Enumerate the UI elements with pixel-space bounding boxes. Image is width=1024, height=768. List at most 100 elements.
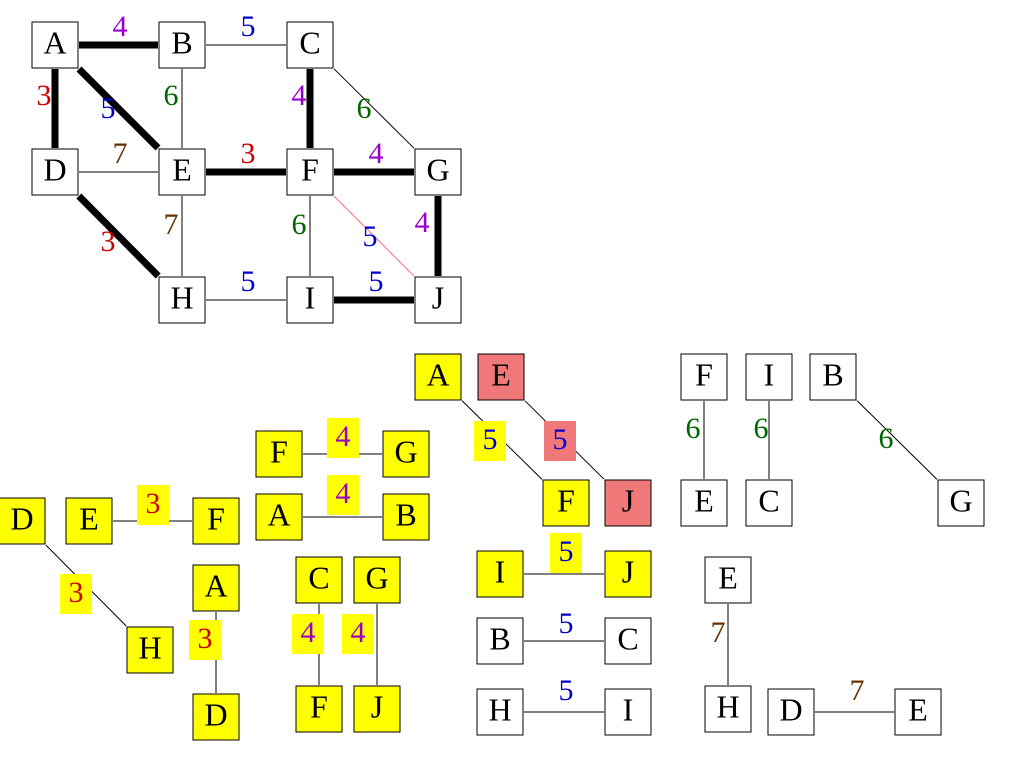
- fragment-6-node-i-box: [604, 688, 652, 736]
- fragment-8-node-e: E: [894, 688, 942, 736]
- graph-weight-c-f: 4: [292, 79, 307, 112]
- fragment-6-weight-bc: 5: [559, 607, 574, 640]
- fragment-4-node-f-label: F: [557, 482, 575, 518]
- fragment-4-node-j-box: [604, 479, 652, 527]
- fragment-8-weight-eh-text: 7: [711, 616, 726, 649]
- fragment-0-weight-dh-text: 3: [69, 576, 84, 609]
- fragment-2-node-b: B: [382, 493, 430, 541]
- fragment-3-node-c: C: [295, 556, 343, 604]
- graph-node-i: I: [286, 276, 334, 324]
- fragment-6-node-b: B: [476, 617, 524, 665]
- fragment-4-node-e-label: E: [491, 356, 511, 392]
- fragment-8-node-h-label: H: [716, 688, 739, 724]
- graph-weight-g-j-text: 4: [415, 206, 430, 239]
- graph-node-a-box: [31, 21, 79, 69]
- fragment-4-weight-fj-highlight: [544, 421, 576, 461]
- graph-weight-d-e-text: 7: [113, 137, 128, 170]
- graph-node-h-label: H: [170, 279, 193, 315]
- fragment-6-node-i: I: [604, 688, 652, 736]
- fragment-0-node-f-label: F: [207, 500, 225, 536]
- fragment-4-node-j-label: J: [622, 482, 634, 518]
- fragment-0-node-d-label: D: [10, 500, 33, 536]
- fragment-7-edge-cg: [856, 400, 938, 480]
- graph-weight-a-b: 4: [113, 10, 128, 43]
- fragment-6-node-h: H: [476, 688, 524, 736]
- graph-weight-i-j-text: 5: [369, 265, 384, 298]
- fragment-4-weight-ae: 5: [474, 421, 506, 461]
- fragment-4-weight-ae-text: 5: [483, 423, 498, 456]
- fragment-0-weight-ef: 3: [137, 485, 169, 525]
- fragment-7-node-f: F: [680, 353, 728, 401]
- fragment-8-weight-eh: 7: [711, 616, 726, 649]
- fragment-3-node-g: G: [353, 556, 401, 604]
- fragment-0-node-h: H: [126, 626, 174, 674]
- graph-weight-h-i: 5: [241, 265, 256, 298]
- fragment-1-weight-ad-highlight: [189, 620, 221, 660]
- graph-node-h: H: [158, 276, 206, 324]
- fragment-5-node-j: J: [604, 550, 652, 598]
- graph-node-g: G: [414, 148, 462, 196]
- graph-weight-d-h: 3: [101, 225, 116, 258]
- fragment-5-node-j-label: J: [622, 553, 634, 589]
- fragment-2-node-g-box: [382, 430, 430, 478]
- fragment-8-node-d-box: [767, 688, 815, 736]
- fragment-6-node-h-label: H: [488, 691, 511, 727]
- fragment-3-node-c-box: [295, 556, 343, 604]
- graph-node-e-box: [158, 148, 206, 196]
- graph-weight-d-e: 7: [113, 137, 128, 170]
- graph-node-d-box: [31, 148, 79, 196]
- fragment-6-weight-hi: 5: [559, 674, 574, 707]
- fragment-8-node-h: H: [704, 685, 752, 733]
- fragment-3-node-g-label: G: [365, 559, 388, 595]
- fragment-3-node-f-label: F: [310, 688, 328, 724]
- fragment-6-weight-hi-text: 5: [559, 674, 574, 707]
- fragment-2-weight-fg: 4: [327, 418, 359, 458]
- fragment-8-node-d: D: [767, 688, 815, 736]
- fragment-3-node-f-box: [295, 685, 343, 733]
- fragment-1-weight-ad-text: 3: [198, 622, 213, 655]
- fragment-0-node-e-box: [65, 497, 113, 545]
- graph-weight-a-e-text: 5: [101, 92, 116, 125]
- fragment-1-node-a-label: A: [204, 567, 227, 603]
- fragment-1-weight-ad: 3: [189, 620, 221, 660]
- graph-node-c-label: C: [299, 24, 320, 60]
- fragment-6-node-i-label: I: [623, 691, 634, 727]
- fragment-7-weight-cg: 6: [879, 422, 894, 455]
- fragment-4-weight-ae-highlight: [474, 421, 506, 461]
- graph-node-h-box: [158, 276, 206, 324]
- fragment-4-weight-fj: 5: [544, 421, 576, 461]
- graph-node-f: F: [286, 148, 334, 196]
- fragment-2-node-b-box: [382, 493, 430, 541]
- fragment-2-node-b-label: B: [395, 496, 416, 532]
- fragment-7-node-c-box: [745, 479, 793, 527]
- fragment-6-node-c: C: [604, 617, 652, 665]
- fragment-7-node-i-box: [745, 353, 793, 401]
- graph-node-b-label: B: [171, 24, 192, 60]
- graph-node-i-label: I: [305, 279, 316, 315]
- graph-node-j-box: [414, 276, 462, 324]
- fragment-3-node-g-box: [353, 556, 401, 604]
- fragment-0-node-d: D: [0, 497, 46, 545]
- fragment-7-weight-be: 6: [754, 412, 769, 445]
- graph-weight-f-i: 6: [292, 208, 307, 241]
- fragment-1-node-d: D: [192, 693, 240, 741]
- graph-weight-b-c: 5: [241, 10, 256, 43]
- fragment-2-node-g: G: [382, 430, 430, 478]
- graph-weight-c-g-text: 6: [357, 92, 372, 125]
- fragment-7-node-e-box: [680, 479, 728, 527]
- fragment-2-weight-ab: 4: [327, 475, 359, 515]
- graph-weight-f-g-text: 4: [369, 137, 384, 170]
- fragment-8-weight-de: 7: [850, 674, 865, 707]
- fragment-0-node-f-box: [192, 497, 240, 545]
- fragment-6-node-b-label: B: [489, 620, 510, 656]
- fragment-0-node-f: F: [192, 497, 240, 545]
- graph-weight-b-c-text: 5: [241, 10, 256, 43]
- fragment-7-node-f-label: F: [695, 356, 713, 392]
- fragment-7-node-i-label: I: [764, 356, 775, 392]
- fragment-7-node-e-label: E: [694, 482, 714, 518]
- fragment-3-weight-gj-highlight: [342, 614, 374, 654]
- fragment-8-node-h-box: [704, 685, 752, 733]
- fragment-5-node-j-box: [604, 550, 652, 598]
- fragment-8-node-e-label: E: [908, 691, 928, 727]
